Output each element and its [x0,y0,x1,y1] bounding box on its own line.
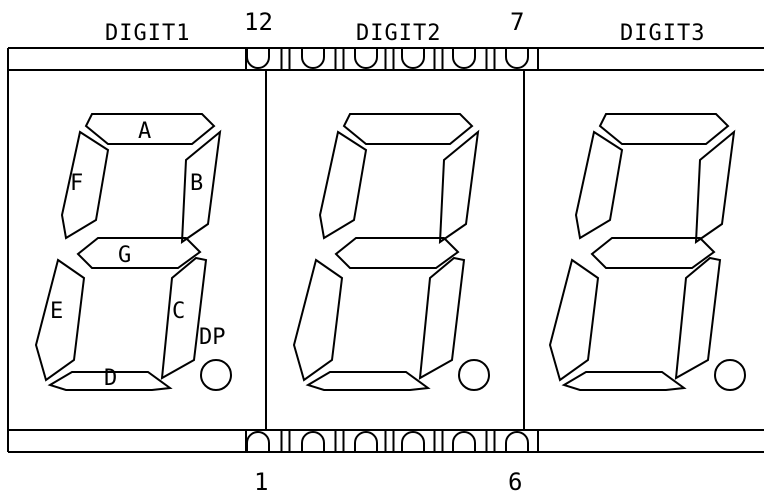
digit2-segment-e [292,258,344,382]
bottom-pin-4 [401,431,425,452]
digit3-segment-b [694,129,736,244]
bottom-pin-6 [505,431,529,452]
top-pin-2 [301,48,325,69]
segment-label-e: E [50,299,63,324]
top-pin-row [245,47,539,71]
pin-6-label: 6 [508,468,522,496]
top-pin-5 [452,48,476,69]
digit2-segment-c [418,256,466,380]
bottom-pin-5 [452,431,476,452]
digit2-decimal-point [458,359,490,391]
digit3-label: DIGIT3 [620,21,705,46]
digit2-segment-g [334,237,460,269]
digit1-decimal-point [200,359,232,391]
digit3-decimal-point [714,359,746,391]
digit2-segment-b [438,129,480,244]
top-pin-3 [354,48,378,69]
pin-12-label: 12 [244,8,273,36]
digit1-segment-g [76,237,202,269]
dp-label: DP [199,325,226,350]
digit1-segment-a [84,113,216,145]
digit2-segment-d [305,371,431,391]
digit3-segment-g [590,237,716,269]
digit3-segment-e [548,258,600,382]
digit3-segment-a [598,113,730,145]
pin-7-label: 7 [510,8,524,36]
digit1-segment-b [180,129,222,244]
digit-1 [34,113,232,391]
digit-3 [548,113,746,391]
segment-label-a: A [138,119,151,144]
digit1-label: DIGIT1 [105,21,190,46]
digit1-segment-d [47,371,173,391]
segment-label-g: G [118,243,131,268]
digit2-segment-a [342,113,474,145]
bottom-pin-3 [354,431,378,452]
bottom-pin-1 [246,431,270,452]
top-pin-4 [401,48,425,69]
digit3-segment-d [561,371,687,391]
bottom-pin-2 [301,431,325,452]
digit1-segment-f [60,130,110,240]
digit2-segment-f [318,130,368,240]
top-pin-1 [246,48,270,69]
digit3-segment-c [674,256,722,380]
digit1-segment-c [160,256,208,380]
digit2-label: DIGIT2 [356,21,441,46]
segment-label-d: D [104,366,117,391]
digit-2 [292,113,490,391]
top-pin-6 [505,48,529,69]
segment-label-c: C [172,299,185,324]
bottom-pin-row [245,429,539,453]
pin-1-label: 1 [254,468,268,496]
segment-label-f: F [70,171,83,196]
segment-label-b: B [190,171,203,196]
digit1-segment-e [34,258,86,382]
digit3-segment-f [574,130,624,240]
